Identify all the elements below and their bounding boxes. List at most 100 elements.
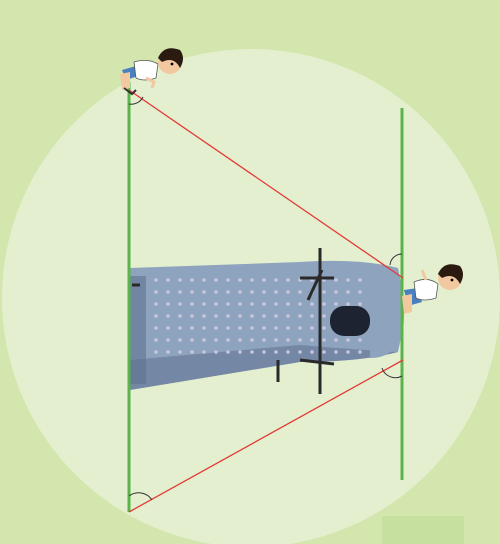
pattern-dot	[250, 290, 254, 294]
pattern-dot	[262, 302, 266, 306]
pattern-dot	[358, 302, 362, 306]
pattern-dot	[154, 278, 158, 282]
pattern-dot	[322, 326, 326, 330]
pattern-dot	[202, 290, 206, 294]
pattern-dot	[322, 314, 326, 318]
pattern-dot	[214, 278, 218, 282]
pattern-dot	[298, 302, 302, 306]
pattern-dot	[202, 314, 206, 318]
pattern-dot	[154, 290, 158, 294]
pattern-dot	[190, 338, 194, 342]
pattern-dot	[310, 338, 314, 342]
pattern-dot	[190, 302, 194, 306]
pattern-dot	[226, 278, 230, 282]
pattern-dot	[346, 350, 350, 354]
pattern-dot	[250, 326, 254, 330]
pattern-dot	[274, 290, 278, 294]
pattern-dot	[262, 326, 266, 330]
pattern-dot	[178, 290, 182, 294]
pattern-dot	[298, 350, 302, 354]
pattern-dot	[250, 278, 254, 282]
pattern-dot	[178, 314, 182, 318]
bottom-right-patch	[382, 516, 464, 544]
pattern-dot	[238, 326, 242, 330]
pattern-dot	[154, 338, 158, 342]
pattern-dot	[166, 278, 170, 282]
pattern-dot	[274, 326, 278, 330]
pattern-dot	[166, 350, 170, 354]
pattern-dot	[202, 338, 206, 342]
pattern-dot	[298, 338, 302, 342]
pattern-dot	[358, 290, 362, 294]
pattern-dot	[202, 278, 206, 282]
pattern-dot	[226, 338, 230, 342]
pattern-dot	[166, 290, 170, 294]
pattern-dot	[322, 350, 326, 354]
pattern-dot	[286, 326, 290, 330]
pattern-dot	[178, 326, 182, 330]
pattern-dot	[262, 350, 266, 354]
minaret-opening	[330, 306, 370, 336]
pattern-dot	[166, 302, 170, 306]
pattern-dot	[310, 350, 314, 354]
pattern-dot	[274, 278, 278, 282]
pattern-dot	[334, 278, 338, 282]
pattern-dot	[346, 278, 350, 282]
pattern-dot	[226, 314, 230, 318]
pattern-dot	[214, 302, 218, 306]
pattern-dot	[238, 314, 242, 318]
pattern-dot	[190, 326, 194, 330]
pattern-dot	[322, 302, 326, 306]
minaret-base-band	[130, 276, 146, 384]
pattern-dot	[250, 338, 254, 342]
pattern-dot	[322, 338, 326, 342]
pattern-dot	[214, 290, 218, 294]
pattern-dot	[322, 290, 326, 294]
pattern-dot	[346, 338, 350, 342]
pattern-dot	[214, 314, 218, 318]
pattern-dot	[334, 302, 338, 306]
pattern-dot	[334, 350, 338, 354]
pattern-dot	[250, 314, 254, 318]
pattern-dot	[274, 314, 278, 318]
pattern-dot	[310, 326, 314, 330]
pattern-dot	[202, 302, 206, 306]
pattern-dot	[286, 338, 290, 342]
pattern-dot	[190, 314, 194, 318]
pattern-dot	[190, 350, 194, 354]
pattern-dot	[310, 302, 314, 306]
pattern-dot	[250, 302, 254, 306]
pattern-dot	[178, 350, 182, 354]
pattern-dot	[346, 302, 350, 306]
pattern-dot	[178, 302, 182, 306]
pattern-dot	[286, 278, 290, 282]
pattern-dot	[238, 290, 242, 294]
pattern-dot	[226, 302, 230, 306]
pattern-dot	[226, 326, 230, 330]
pattern-dot	[178, 278, 182, 282]
pattern-dot	[274, 338, 278, 342]
pattern-dot	[202, 326, 206, 330]
pattern-dot	[178, 338, 182, 342]
pattern-dot	[238, 350, 242, 354]
pattern-dot	[202, 350, 206, 354]
pattern-dot	[286, 350, 290, 354]
pattern-dot	[166, 326, 170, 330]
pattern-dot	[298, 314, 302, 318]
pattern-dot	[154, 350, 158, 354]
pattern-dot	[310, 314, 314, 318]
pattern-dot	[262, 338, 266, 342]
pattern-dot	[238, 338, 242, 342]
pattern-dot	[238, 302, 242, 306]
pattern-dot	[262, 278, 266, 282]
pattern-dot	[214, 350, 218, 354]
pattern-dot	[274, 302, 278, 306]
pattern-dot	[274, 350, 278, 354]
pattern-dot	[298, 326, 302, 330]
pattern-dot	[154, 314, 158, 318]
pattern-dot	[334, 338, 338, 342]
pattern-dot	[286, 302, 290, 306]
pattern-dot	[250, 350, 254, 354]
pattern-dot	[358, 338, 362, 342]
